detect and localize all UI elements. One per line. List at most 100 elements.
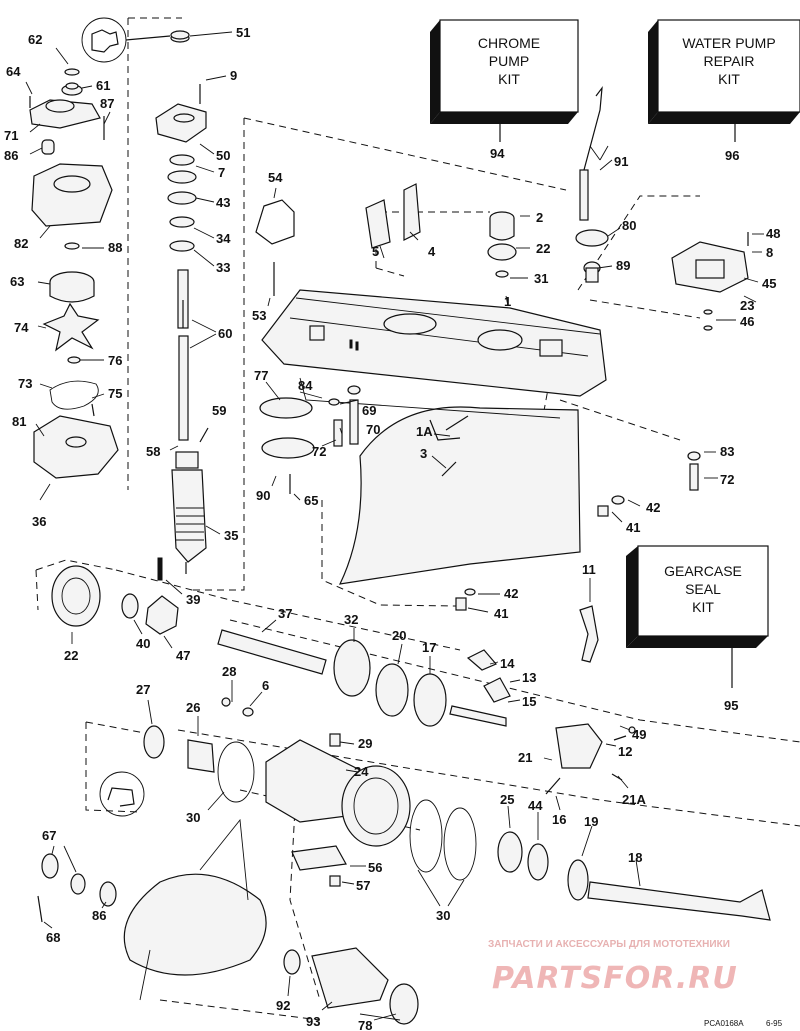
callout-15: 15 — [522, 694, 536, 709]
water-kit-line-2: REPAIR — [703, 53, 754, 69]
callout-5: 5 — [372, 244, 379, 259]
callout-41-lower: 41 — [494, 606, 508, 621]
gearcase-seal-kit-box: GEARCASE SEAL KIT — [626, 545, 769, 688]
callout-61: 61 — [96, 78, 110, 93]
callout-25: 25 — [500, 792, 514, 807]
seal-kit-line-1: GEARCASE — [664, 563, 742, 579]
callout-37: 37 — [278, 606, 292, 621]
callout-28: 28 — [222, 664, 236, 679]
callout-86-bottom: 86 — [92, 908, 106, 923]
chrome-kit-line-2: PUMP — [489, 53, 529, 69]
callout-83: 83 — [720, 444, 734, 459]
callout-76: 76 — [108, 353, 122, 368]
callout-71: 71 — [4, 128, 18, 143]
water-kit-line-1: WATER PUMP — [682, 35, 775, 51]
callout-81: 81 — [12, 414, 26, 429]
seal-kit-ref: 95 — [724, 698, 738, 713]
watermark-tagline: ЗАПЧАСТИ И АКСЕССУАРЫ ДЛЯ МОТОТЕХНИКИ — [488, 939, 730, 950]
watermark: ЗАПЧАСТИ И АКСЕССУАРЫ ДЛЯ МОТОТЕХНИКИ PA… — [488, 939, 737, 996]
callout-17: 17 — [422, 640, 436, 655]
callout-93: 93 — [306, 1014, 320, 1029]
callout-67: 67 — [42, 828, 56, 843]
callout-88: 88 — [108, 240, 122, 255]
callout-70: 70 — [366, 422, 380, 437]
callout-90: 90 — [256, 488, 270, 503]
callout-42-right: 42 — [646, 500, 660, 515]
gear-and-shaft-parts — [51, 565, 771, 921]
callout-2: 2 — [536, 210, 543, 225]
callout-72-right: 72 — [720, 472, 734, 487]
callout-62: 62 — [28, 32, 42, 47]
right-cluster-parts — [255, 85, 749, 331]
callout-54: 54 — [268, 170, 283, 185]
callout-24: 24 — [354, 764, 369, 779]
callout-40: 40 — [136, 636, 150, 651]
seal-kit-line-2: SEAL — [685, 581, 721, 597]
callout-78: 78 — [358, 1018, 372, 1031]
callout-77: 77 — [254, 368, 268, 383]
callout-82: 82 — [14, 236, 28, 251]
chrome-kit-line-3: KIT — [498, 71, 520, 87]
callout-4: 4 — [428, 244, 436, 259]
callout-68: 68 — [46, 930, 60, 945]
callout-72-left: 72 — [312, 444, 326, 459]
callout-80: 80 — [622, 218, 636, 233]
callout-69: 69 — [362, 403, 376, 418]
callout-47: 47 — [176, 648, 190, 663]
callout-26: 26 — [186, 700, 200, 715]
callout-92: 92 — [276, 998, 290, 1013]
callout-numbers: 51 62 64 61 87 71 86 82 88 63 74 76 73 7… — [4, 25, 780, 1031]
callout-34: 34 — [216, 231, 231, 246]
callout-43: 43 — [216, 195, 230, 210]
callout-3: 3 — [420, 446, 427, 461]
callout-31: 31 — [534, 271, 548, 286]
callout-22-left: 22 — [64, 648, 78, 663]
water-pump-parts — [29, 17, 171, 479]
callout-18: 18 — [628, 850, 642, 865]
callout-50: 50 — [216, 148, 230, 163]
callout-30-left: 30 — [186, 810, 200, 825]
leader-lines — [25, 31, 764, 1021]
callout-58: 58 — [146, 444, 160, 459]
callout-64: 64 — [6, 64, 21, 79]
water-kit-line-3: KIT — [718, 71, 740, 87]
callout-7: 7 — [218, 165, 225, 180]
callout-42-lower: 42 — [504, 586, 518, 601]
callout-6: 6 — [262, 678, 269, 693]
callout-16: 16 — [552, 812, 566, 827]
callout-51: 51 — [236, 25, 250, 40]
callout-29: 29 — [358, 736, 372, 751]
callout-63: 63 — [10, 274, 24, 289]
callout-53: 53 — [252, 308, 266, 323]
callout-35: 35 — [224, 528, 238, 543]
gearcase-housing — [261, 289, 607, 585]
chrome-pump-kit-box: CHROME PUMP KIT — [430, 19, 579, 142]
callout-33: 33 — [216, 260, 230, 275]
callout-60: 60 — [218, 326, 232, 341]
callout-87: 87 — [100, 96, 114, 111]
callout-11: 11 — [582, 562, 596, 577]
callout-57: 57 — [356, 878, 370, 893]
callout-20: 20 — [392, 628, 406, 643]
callout-1: 1 — [504, 294, 511, 309]
callout-23: 23 — [740, 298, 754, 313]
callout-73: 73 — [18, 376, 32, 391]
callout-91: 91 — [614, 154, 628, 169]
diagram-code: PCA0168A — [704, 1019, 744, 1028]
driveshaft-column-parts — [155, 30, 209, 581]
water-pump-kit-box: WATER PUMP REPAIR KIT — [648, 19, 800, 142]
callout-12: 12 — [618, 744, 632, 759]
callout-45: 45 — [762, 276, 776, 291]
callout-39: 39 — [186, 592, 200, 607]
callout-89: 89 — [616, 258, 630, 273]
callout-84: 84 — [298, 378, 313, 393]
chrome-kit-line-1: CHROME — [478, 35, 540, 51]
callout-9: 9 — [230, 68, 237, 83]
callout-21: 21 — [518, 750, 532, 765]
callout-49: 49 — [632, 727, 646, 742]
callout-59: 59 — [212, 403, 226, 418]
callout-74: 74 — [14, 320, 29, 335]
callout-19: 19 — [584, 814, 598, 829]
callout-14: 14 — [500, 656, 515, 671]
